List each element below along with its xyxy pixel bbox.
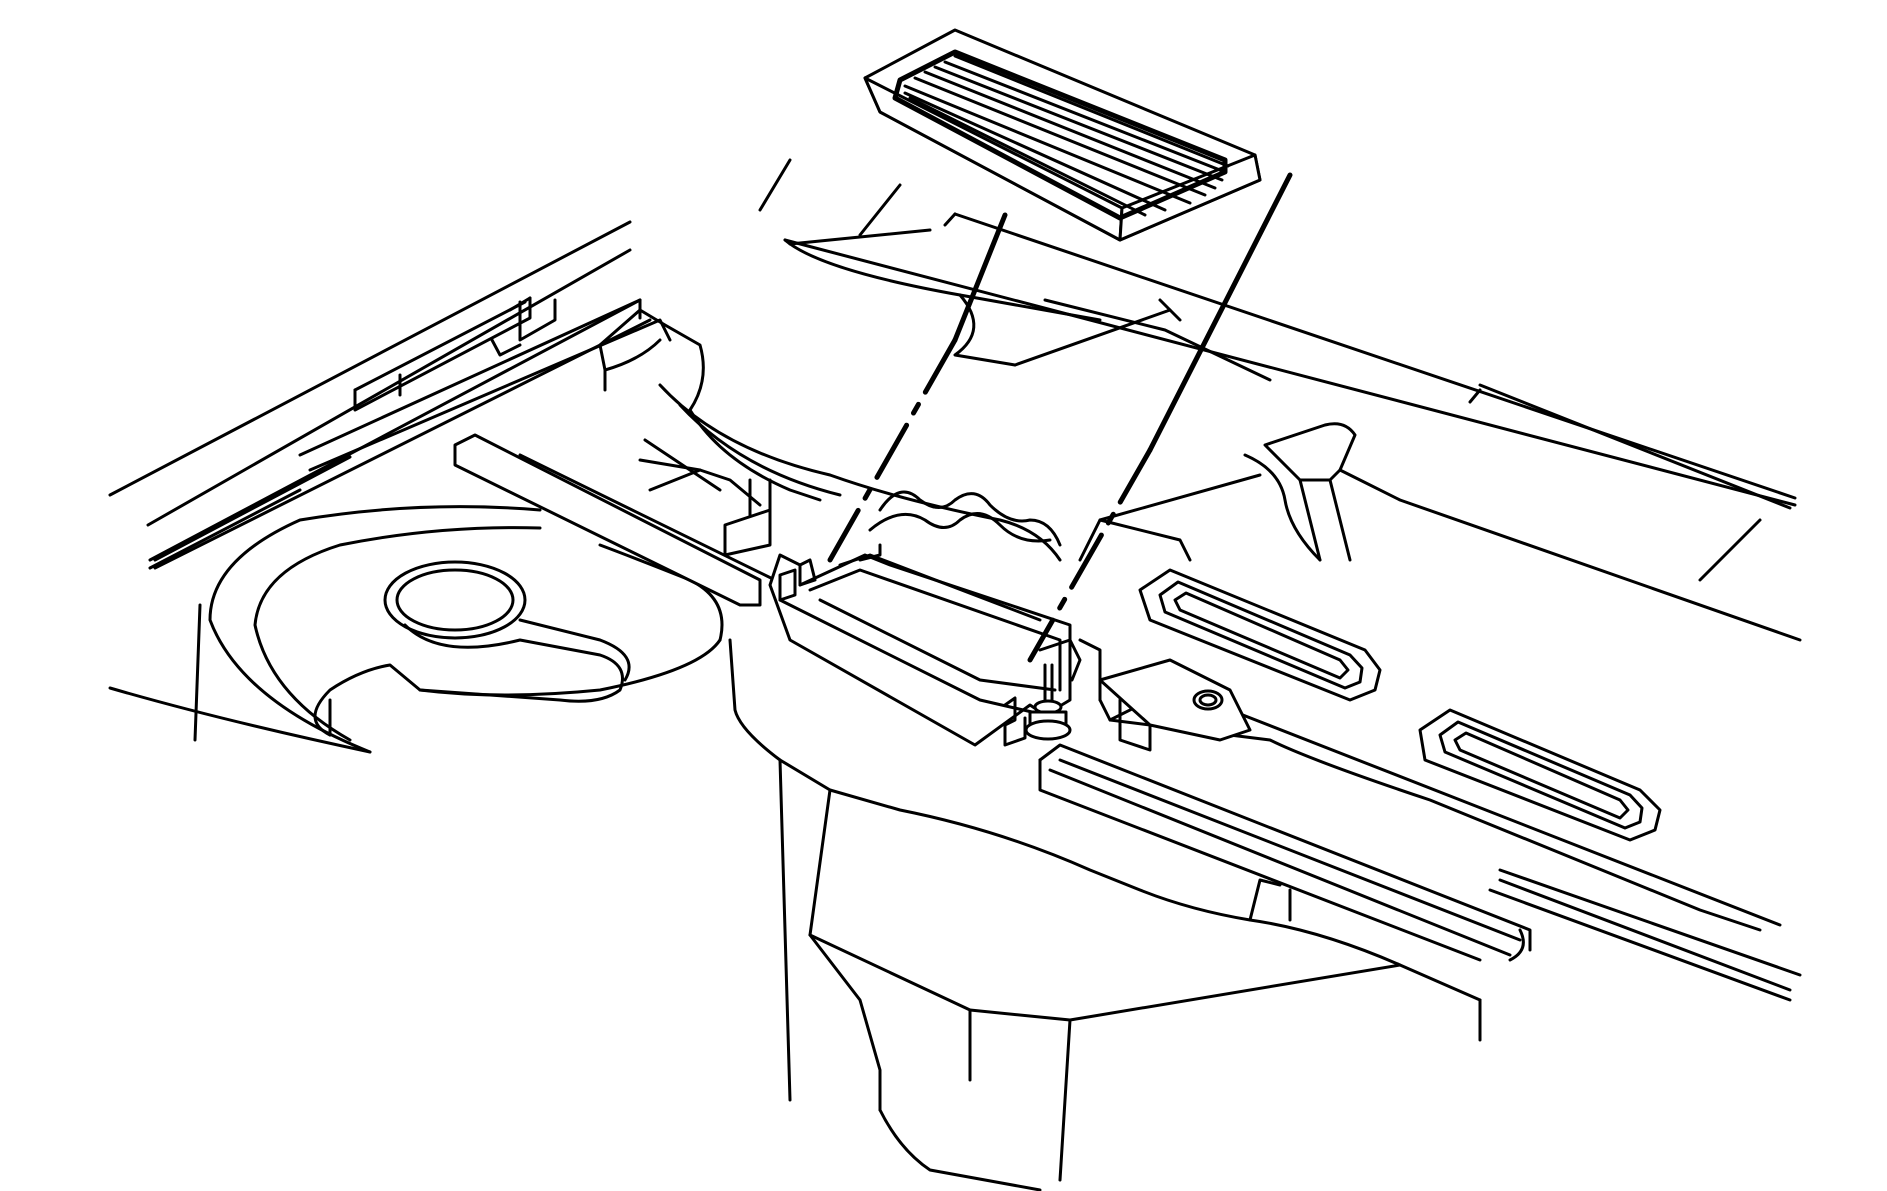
cowl-panel-outline [108, 212, 1797, 754]
lower-body [728, 638, 1482, 1191]
left-rail [148, 296, 822, 607]
alignment-lines [758, 158, 1293, 663]
retaining-stud [1003, 638, 1082, 747]
filter-pleats [903, 54, 1230, 217]
cabin-air-filter [863, 28, 1262, 242]
filter-housing-opening [658, 383, 1072, 747]
plenum-panel [1038, 422, 1802, 1002]
